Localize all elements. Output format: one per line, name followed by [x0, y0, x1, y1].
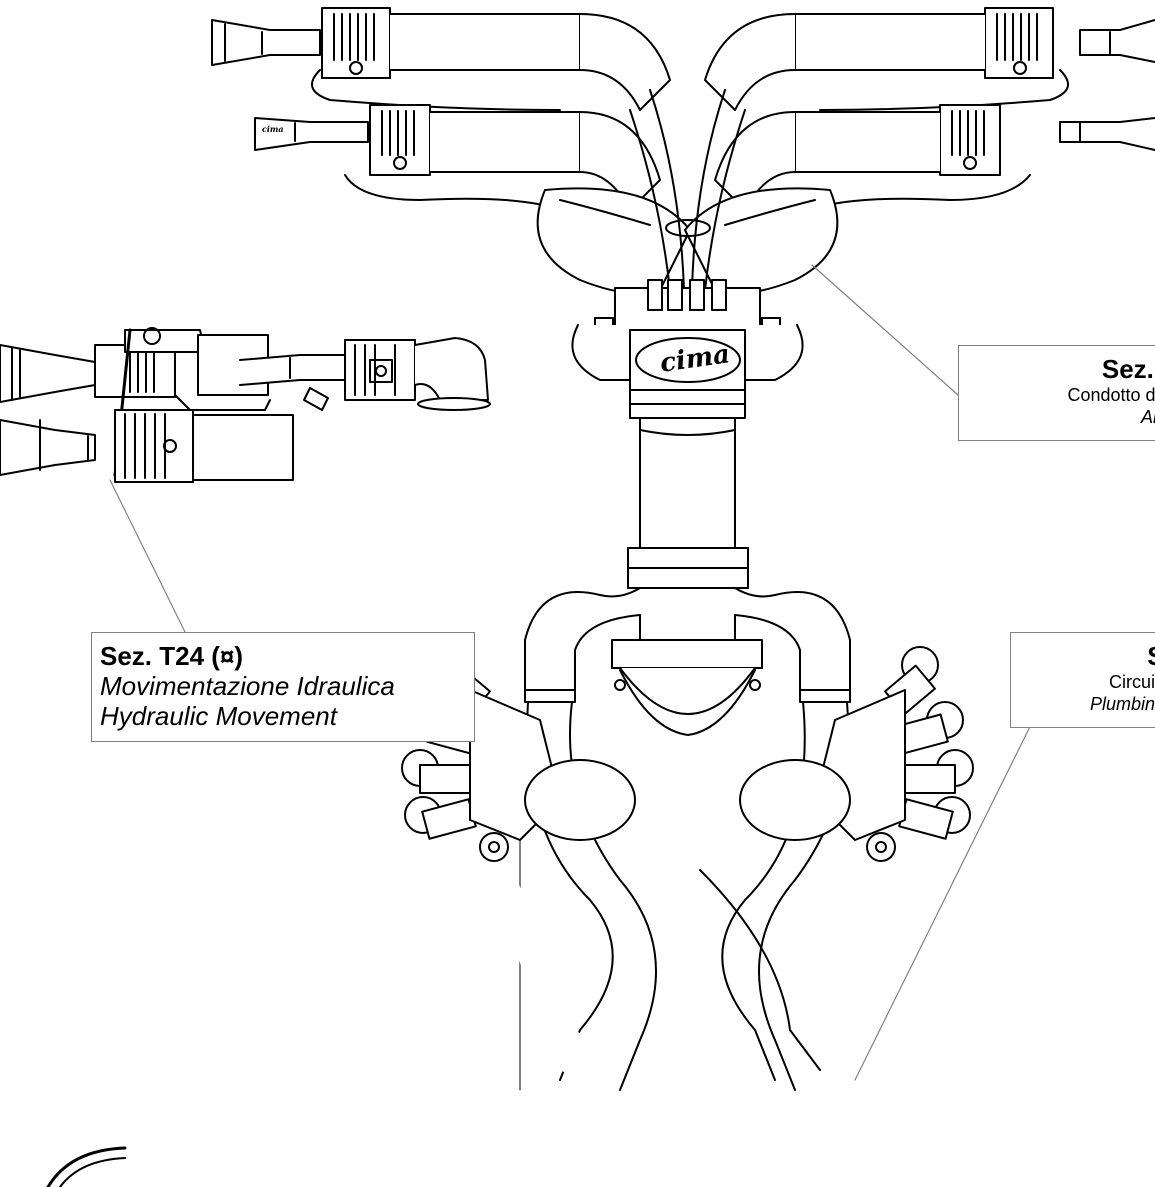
y-splitter — [524, 587, 851, 736]
vertical-pipe — [627, 417, 749, 589]
callout-right-top-english: Air c — [1141, 407, 1155, 427]
top-right-upper-nozzle — [704, 7, 1155, 111]
callout-section-right-top: Sez. T Condotto dell' Air c — [958, 345, 1155, 441]
leader-lines — [109, 264, 1059, 1081]
callout-right-top-title: Sez. T — [1101, 354, 1155, 384]
top-left-upper-nozzle — [211, 7, 671, 111]
callout-t24-italian: Movimentazione Idraulica — [100, 671, 395, 701]
valve-block — [594, 279, 781, 343]
callout-t24-title: Sez. T24 (¤) — [100, 641, 244, 671]
callout-t24-english: Hydraulic Movement — [100, 701, 337, 731]
top-right-lower-nozzle — [714, 104, 1155, 211]
bottom-right-nozzle-cluster — [739, 646, 974, 862]
corner-logo-circle — [46, 1146, 127, 1187]
svg-text:cima: cima — [262, 124, 284, 134]
callout-section-right-mid: Se Circuito i Plumbing c — [1010, 632, 1155, 728]
central-collector: cima — [571, 324, 804, 419]
top-left-lower-nozzle: cima — [254, 104, 661, 211]
hydraulic-movement-detail — [0, 327, 491, 483]
callout-section-t24: Sez. T24 (¤) Movimentazione Idraulica Hy… — [91, 632, 475, 742]
callout-right-mid-italian: Circuito i — [1108, 672, 1155, 692]
callout-right-mid-english: Plumbing c — [1089, 694, 1155, 714]
callout-right-mid-title: Se — [1021, 641, 1155, 671]
callout-right-top-italian: Condotto dell' — [1067, 385, 1155, 405]
